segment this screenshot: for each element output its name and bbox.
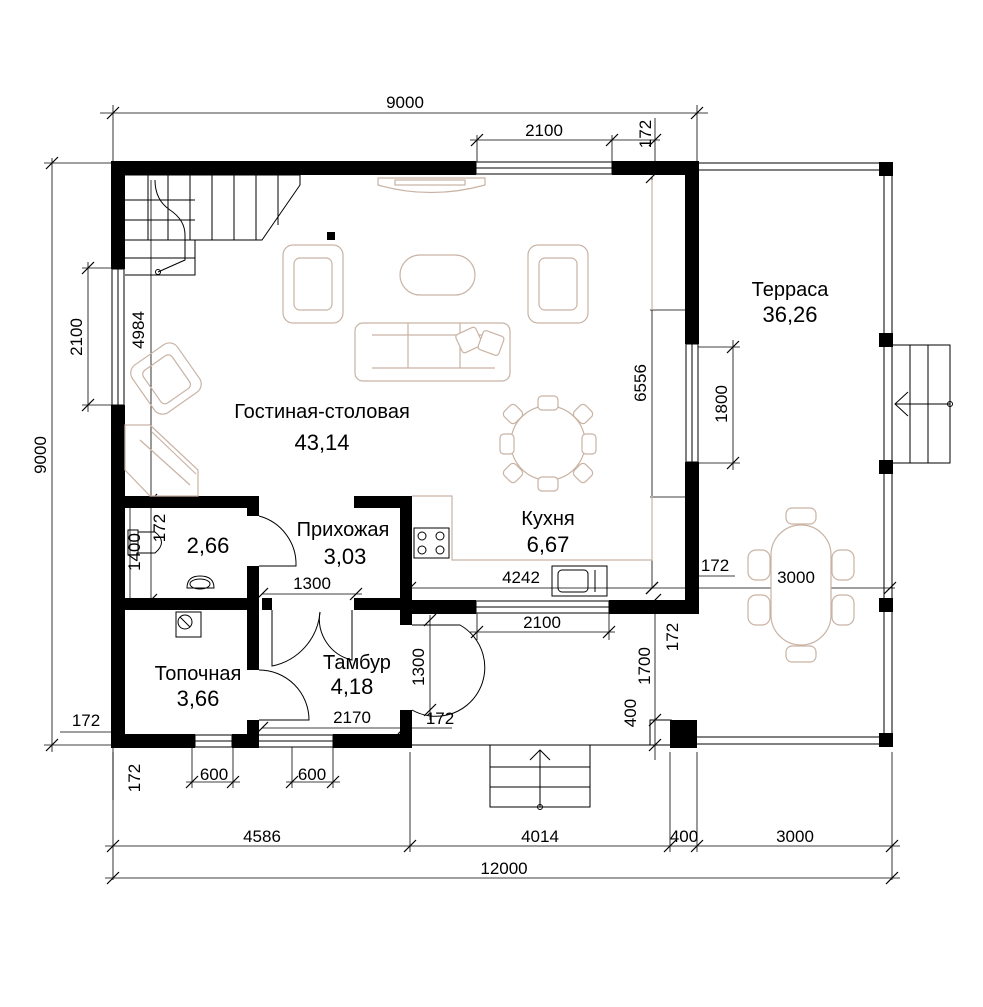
porch-steps <box>412 719 670 810</box>
dim-terrace-table: 3000 <box>777 568 815 587</box>
bath-area: 2,66 <box>187 533 230 558</box>
dim-window-600-a: 600 <box>200 765 228 784</box>
dim-door-1300: 1300 <box>409 648 428 686</box>
dim-left-inner: 4984 <box>129 311 148 349</box>
dim-bottom-4586: 4586 <box>243 827 281 846</box>
dimension-labels: 9000 2100 172 9000 2100 4984 172 1400 17… <box>31 93 815 878</box>
dim-south-wall: 172 <box>663 623 682 651</box>
dim-left-wall: 172 <box>72 711 100 730</box>
house-walls <box>111 161 699 748</box>
vestibule-name: Тамбур <box>323 652 391 674</box>
vestibule-area: 4,18 <box>331 674 374 699</box>
dim-left-total: 9000 <box>31 436 50 474</box>
dim-terrace-wall: 172 <box>701 556 729 575</box>
dim-bottom-4014: 4014 <box>521 827 559 846</box>
dim-terrace-window: 1800 <box>712 385 731 423</box>
dim-hall-opening: 1300 <box>293 574 331 593</box>
bathroom-fixtures <box>127 529 215 638</box>
dim-porch-400: 400 <box>621 699 640 727</box>
terrace-structure <box>697 162 953 747</box>
kitchen-area: 6,67 <box>527 532 570 557</box>
kitchen-furniture <box>412 180 653 597</box>
living-room-area: 43,14 <box>294 430 349 455</box>
dim-kitchen-inner: 6556 <box>631 364 650 402</box>
dim-top-window: 2100 <box>525 121 563 140</box>
dim-bath-width: 1400 <box>125 533 144 571</box>
doors <box>258 515 486 721</box>
dim-window-600-b: 600 <box>298 765 326 784</box>
dim-south-window: 2100 <box>523 613 561 632</box>
dim-top-wall: 172 <box>636 120 655 148</box>
dim-top-total: 9000 <box>386 93 424 112</box>
kitchen-name: Кухня <box>521 508 575 530</box>
room-labels: Гостиная-столовая 43,14 Кухня 6,67 Терра… <box>155 279 830 711</box>
dim-bottom-total: 12000 <box>480 859 527 878</box>
boiler-room-area: 3,66 <box>177 686 220 711</box>
dim-vestibule-wall: 172 <box>426 709 454 728</box>
dim-kitchen-length: 4242 <box>502 568 540 587</box>
living-room-name: Гостиная-столовая <box>234 401 410 423</box>
dim-vestibule-2170: 2170 <box>333 708 371 727</box>
hall-area: 3,03 <box>324 544 367 569</box>
dim-bottom-wall: 172 <box>125 764 144 792</box>
terrace-name: Терраса <box>752 279 830 301</box>
dimension-lines <box>44 105 900 885</box>
living-furniture <box>124 177 597 497</box>
dim-porch-1700: 1700 <box>635 647 654 685</box>
hall-name: Прихожая <box>297 519 390 541</box>
dim-bottom-3000: 3000 <box>776 827 814 846</box>
boiler-room-name: Топочная <box>155 663 242 685</box>
staircase <box>125 174 301 276</box>
terrace-area: 36,26 <box>762 302 817 327</box>
dim-bottom-400: 400 <box>670 827 698 846</box>
dim-bath-wall: 172 <box>150 514 169 542</box>
dim-left-window: 2100 <box>67 318 86 356</box>
